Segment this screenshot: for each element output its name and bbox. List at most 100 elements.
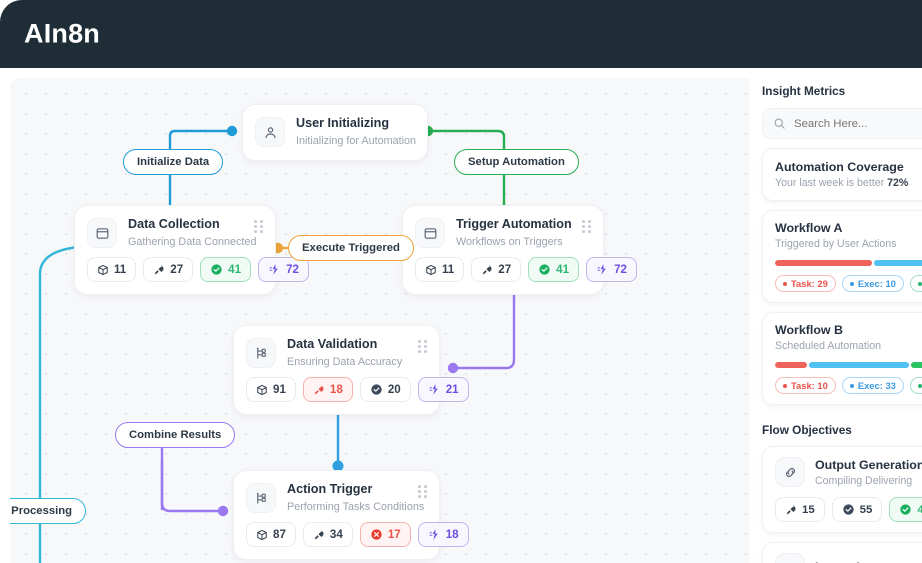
badge-value: 20 (387, 383, 401, 397)
pill-setup-automation[interactable]: Setup Automation (454, 149, 579, 175)
bar-segment (910, 362, 922, 368)
pill-execute-triggered[interactable]: Execute Triggered (288, 235, 414, 261)
pill-combine-results[interactable]: Combine Results (115, 422, 236, 448)
flow-tree-icon (246, 483, 276, 514)
card-header: Output Generation Compiling Delivering (775, 457, 922, 487)
bar-segment (874, 260, 922, 266)
card-title: Workflow B (775, 323, 843, 337)
window-icon (87, 218, 117, 249)
card-title: Automation Coverage (775, 160, 904, 174)
node-trigger-automation[interactable]: Trigger Automation Workflows on Triggers… (402, 205, 637, 296)
node-header: Action Trigger Performing Tasks Conditio… (234, 471, 439, 518)
chip-done: Done: 1 (909, 275, 922, 292)
brand-logo: AIn8n (24, 18, 101, 49)
bar-segment (775, 362, 808, 368)
drag-handle-icon[interactable] (418, 485, 427, 498)
badge-value: 87 (273, 528, 286, 542)
badge-value: 11 (442, 263, 455, 277)
badge-box: 11 (415, 257, 465, 283)
progress-bar (775, 260, 922, 266)
node-text: Action Trigger Performing Tasks Conditio… (287, 482, 424, 514)
progress-bar (775, 362, 922, 368)
search-icon (773, 117, 786, 130)
card-automation-coverage[interactable]: Automation Coverage Your last week is be… (762, 148, 922, 201)
node-title: Action Trigger (287, 482, 373, 496)
badge-error: 17 (359, 522, 411, 548)
card-title: Output Generation (815, 457, 922, 472)
badge-rocket: 34 (302, 522, 353, 548)
search-input[interactable] (794, 117, 922, 130)
badge-value: 27 (170, 263, 184, 277)
badge-rocket: 27 (471, 257, 522, 283)
badge-box: 11 (87, 257, 137, 283)
card-subtitle: Triggered by User Actions (775, 238, 897, 250)
node-subtitle: Performing Tasks Conditions (287, 500, 425, 513)
node-text: Data Collection Gathering Data Connected (128, 217, 256, 249)
insight-sidebar: Insight Metrics Automation Coverage Your… (750, 78, 922, 563)
badge-value: 21 (445, 383, 459, 397)
drag-handle-icon[interactable] (254, 220, 263, 233)
section-title-flow-objectives: Flow Objectives (762, 423, 852, 437)
chip-task: Task: 10 (775, 377, 836, 394)
drag-handle-icon[interactable] (418, 340, 427, 353)
card-title: Lorem Ipsum (815, 560, 893, 563)
pill-initialize-data[interactable]: Initialize Data (123, 149, 224, 175)
node-header: Trigger Automation Workflows on Triggers (403, 206, 603, 253)
node-action-trigger[interactable]: Action Trigger Performing Tasks Conditio… (233, 470, 469, 561)
badge-check: 41 (200, 257, 252, 283)
badge-box: 87 (246, 522, 296, 548)
card-header: Lorem Ipsum (775, 553, 922, 563)
chip-done: Done: 1 (909, 377, 922, 394)
app-header: AIn8n (0, 0, 922, 68)
badge-check-green: 41 (889, 497, 922, 522)
badge-box: 91 (246, 377, 296, 403)
node-data-validation[interactable]: Data Validation Ensuring Data Accuracy 9… (233, 325, 469, 416)
card-subtitle: Compiling Delivering (815, 474, 913, 487)
badge-value: 18 (329, 383, 343, 397)
bar-segment (775, 260, 873, 266)
badge-check: 41 (528, 257, 580, 283)
pill-act-processing[interactable]: ct Processing (10, 498, 87, 524)
badge-value: 17 (387, 528, 401, 542)
node-subtitle: Initializing for Automation (296, 134, 417, 147)
badge-value: 41 (556, 263, 570, 277)
badge-check: 20 (359, 377, 411, 403)
badge-sparkle: 72 (586, 257, 637, 283)
node-subtitle: Ensuring Data Accuracy (287, 355, 403, 368)
user-icon (255, 117, 285, 148)
node-header: Data Validation Ensuring Data Accuracy (234, 326, 439, 373)
node-data-collection[interactable]: Data Collection Gathering Data Connected… (74, 205, 309, 296)
badge-sparkle: 72 (258, 257, 309, 283)
card-text: Output Generation Compiling Delivering (815, 458, 922, 487)
badge-sparkle: 18 (417, 522, 469, 548)
chip-exec: Exec: 33 (841, 377, 904, 394)
search-field[interactable] (762, 108, 922, 139)
badge-value: 41 (228, 263, 242, 277)
card-workflow-b[interactable]: Workflow B Scheduled Automation Task: 10… (762, 312, 922, 405)
card-output-generation[interactable]: Output Generation Compiling Delivering 1… (762, 446, 922, 533)
badge-value: 72 (286, 263, 299, 277)
workflow-canvas[interactable]: User Initializing Initializing for Autom… (10, 78, 750, 563)
node-text: Data Validation Ensuring Data Accuracy (287, 337, 402, 369)
card-workflow-a[interactable]: Workflow A Triggered by User Actions Tas… (762, 210, 922, 303)
card-lorem-ipsum[interactable]: Lorem Ipsum (762, 542, 922, 563)
section-title-insight-metrics: Insight Metrics (762, 84, 846, 98)
coverage-percent: 72% (887, 177, 909, 189)
node-user-initializing[interactable]: User Initializing Initializing for Autom… (242, 104, 428, 162)
window-icon (775, 553, 805, 563)
node-badges: 11 27 41 72 (403, 253, 637, 294)
node-badges: 87 34 17 18 (234, 518, 469, 559)
window-icon (415, 218, 445, 249)
badge-check-dark: 55 (831, 497, 883, 522)
badge-value: 91 (273, 383, 286, 397)
node-header: User Initializing Initializing for Autom… (243, 105, 427, 152)
badge-value: 34 (329, 528, 343, 542)
card-text: Lorem Ipsum (815, 560, 893, 563)
badge-rocket: 15 (775, 497, 825, 522)
badge-rocket: 27 (143, 257, 194, 283)
stat-chips: Task: 10 Exec: 33 Done: 1 (775, 377, 922, 394)
node-title: User Initializing (296, 116, 390, 130)
drag-handle-icon[interactable] (582, 220, 591, 233)
card-subtitle: Scheduled Automation (775, 340, 882, 352)
